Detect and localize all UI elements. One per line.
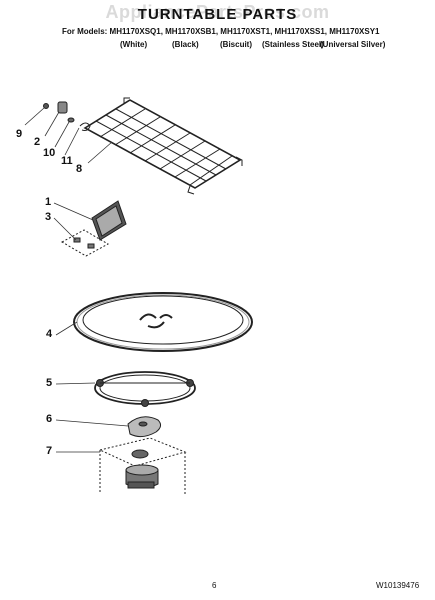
roller-ring-drawing [94, 371, 196, 407]
callout-11: 11 [61, 155, 73, 167]
callout-4: 4 [46, 328, 53, 340]
waveguide-cover-drawing [91, 200, 127, 241]
variant-silver: (Universal Silver) [320, 40, 386, 49]
callout-7: 7 [46, 445, 53, 457]
rack-hardware-drawing [43, 101, 91, 131]
variant-white: (White) [120, 40, 148, 49]
coupler-drawing [127, 416, 162, 438]
cover-screws-drawing [60, 229, 110, 257]
callout-8: 8 [76, 163, 83, 175]
document-number: W10139476 [376, 581, 420, 590]
callout-9: 9 [16, 128, 23, 140]
motor-assembly-drawing [98, 437, 187, 494]
callout-5: 5 [46, 377, 53, 389]
glass-tray-drawing [73, 292, 253, 352]
variant-stainless: (Stainless Steel) [262, 40, 324, 49]
variant-black: (Black) [172, 40, 199, 49]
page-number: 6 [212, 581, 217, 590]
watermark: AppliancePartsPros.com [105, 2, 330, 22]
callout-10: 10 [43, 147, 56, 159]
page-title: TURNTABLE PARTS [137, 6, 298, 23]
callout-3: 3 [45, 211, 52, 223]
model-list: For Models: MH1170XSQ1, MH1170XSB1, MH11… [62, 27, 380, 36]
variant-biscuit: (Biscuit) [220, 40, 252, 49]
rack-drawing [83, 97, 243, 195]
callout-6: 6 [46, 413, 53, 425]
callout-1: 1 [45, 196, 52, 208]
callout-2: 2 [34, 136, 41, 148]
